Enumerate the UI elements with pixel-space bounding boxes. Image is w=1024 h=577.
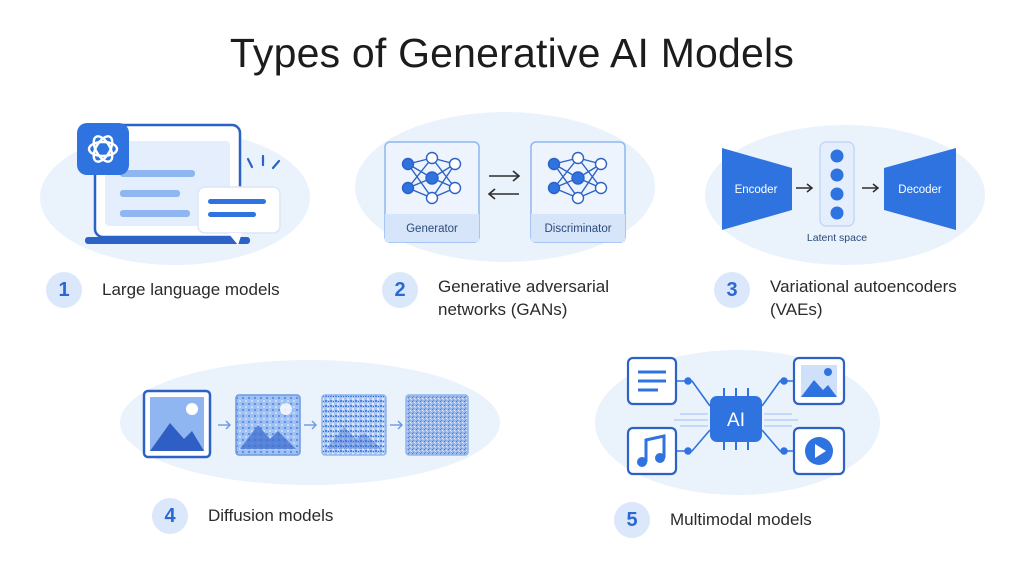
model-number-2: 2: [382, 272, 418, 308]
multimodal-illustration: AI: [626, 356, 846, 476]
neural-network-icon: [547, 151, 608, 205]
model-number-1: 1: [46, 272, 82, 308]
arrow-right-icon: [796, 183, 814, 193]
generator-label: Generator: [406, 223, 458, 235]
model-label-gan-line1: Generative adversarial: [438, 277, 610, 296]
arrow-right-icon: [218, 420, 231, 430]
arrow-right-icon: [304, 420, 317, 430]
model-number-4: 4: [152, 498, 188, 534]
model-label-vae-line2: (VAEs): [770, 300, 823, 319]
noise-image-icon: [405, 394, 469, 456]
ai-chip: AI: [710, 388, 762, 450]
page-title: Types of Generative AI Models: [229, 30, 795, 76]
play-icon: [792, 426, 846, 476]
motion-lines: [674, 413, 798, 427]
discriminator-label: Discriminator: [544, 223, 611, 235]
latent-space-column: Latent space: [807, 141, 867, 244]
arrow-left-icon: [487, 188, 519, 200]
model-label-diffusion: Diffusion models: [208, 506, 334, 525]
encoder-shape: Encoder: [722, 148, 792, 230]
latent-space-label: Latent space: [807, 232, 867, 244]
noise-image-icon: [321, 394, 387, 456]
decoder-label: Decoder: [898, 184, 942, 196]
llm-illustration: [77, 123, 281, 245]
arrow-right-icon: [862, 183, 880, 193]
discriminator-box: Discriminator: [530, 141, 626, 243]
vae-illustration: Encoder Latent space Decoder: [722, 141, 956, 244]
neural-network-icon: [401, 151, 462, 205]
image-icon: [792, 356, 846, 406]
noise-image-icon: [235, 394, 301, 456]
chatgpt-logo-icon: [77, 123, 129, 175]
generator-box: Generator: [384, 141, 480, 243]
model-label-multimodal: Multimodal models: [670, 510, 812, 529]
model-label-llm: Large language models: [102, 280, 280, 299]
diffusion-illustration: [142, 389, 469, 459]
decoder-shape: Decoder: [884, 148, 956, 230]
model-number-5: 5: [614, 502, 650, 538]
model-label-vae-line1: Variational autoencoders: [770, 277, 957, 296]
gan-illustration: Generator Discriminator: [384, 141, 626, 243]
model-label-gan-line2: networks (GANs): [438, 300, 568, 319]
arrow-right-icon: [390, 420, 403, 430]
encoder-label: Encoder: [735, 184, 778, 196]
connector-lines: [676, 377, 794, 455]
music-note-icon: [626, 426, 678, 476]
image-icon: [142, 389, 212, 459]
arrow-right-icon: [489, 170, 521, 182]
text-document-icon: [626, 356, 678, 406]
model-number-3: 3: [714, 272, 750, 308]
chat-bubble-icon: [197, 186, 281, 245]
sparkle-icon: [246, 154, 281, 170]
ai-chip-label: AI: [727, 410, 745, 431]
